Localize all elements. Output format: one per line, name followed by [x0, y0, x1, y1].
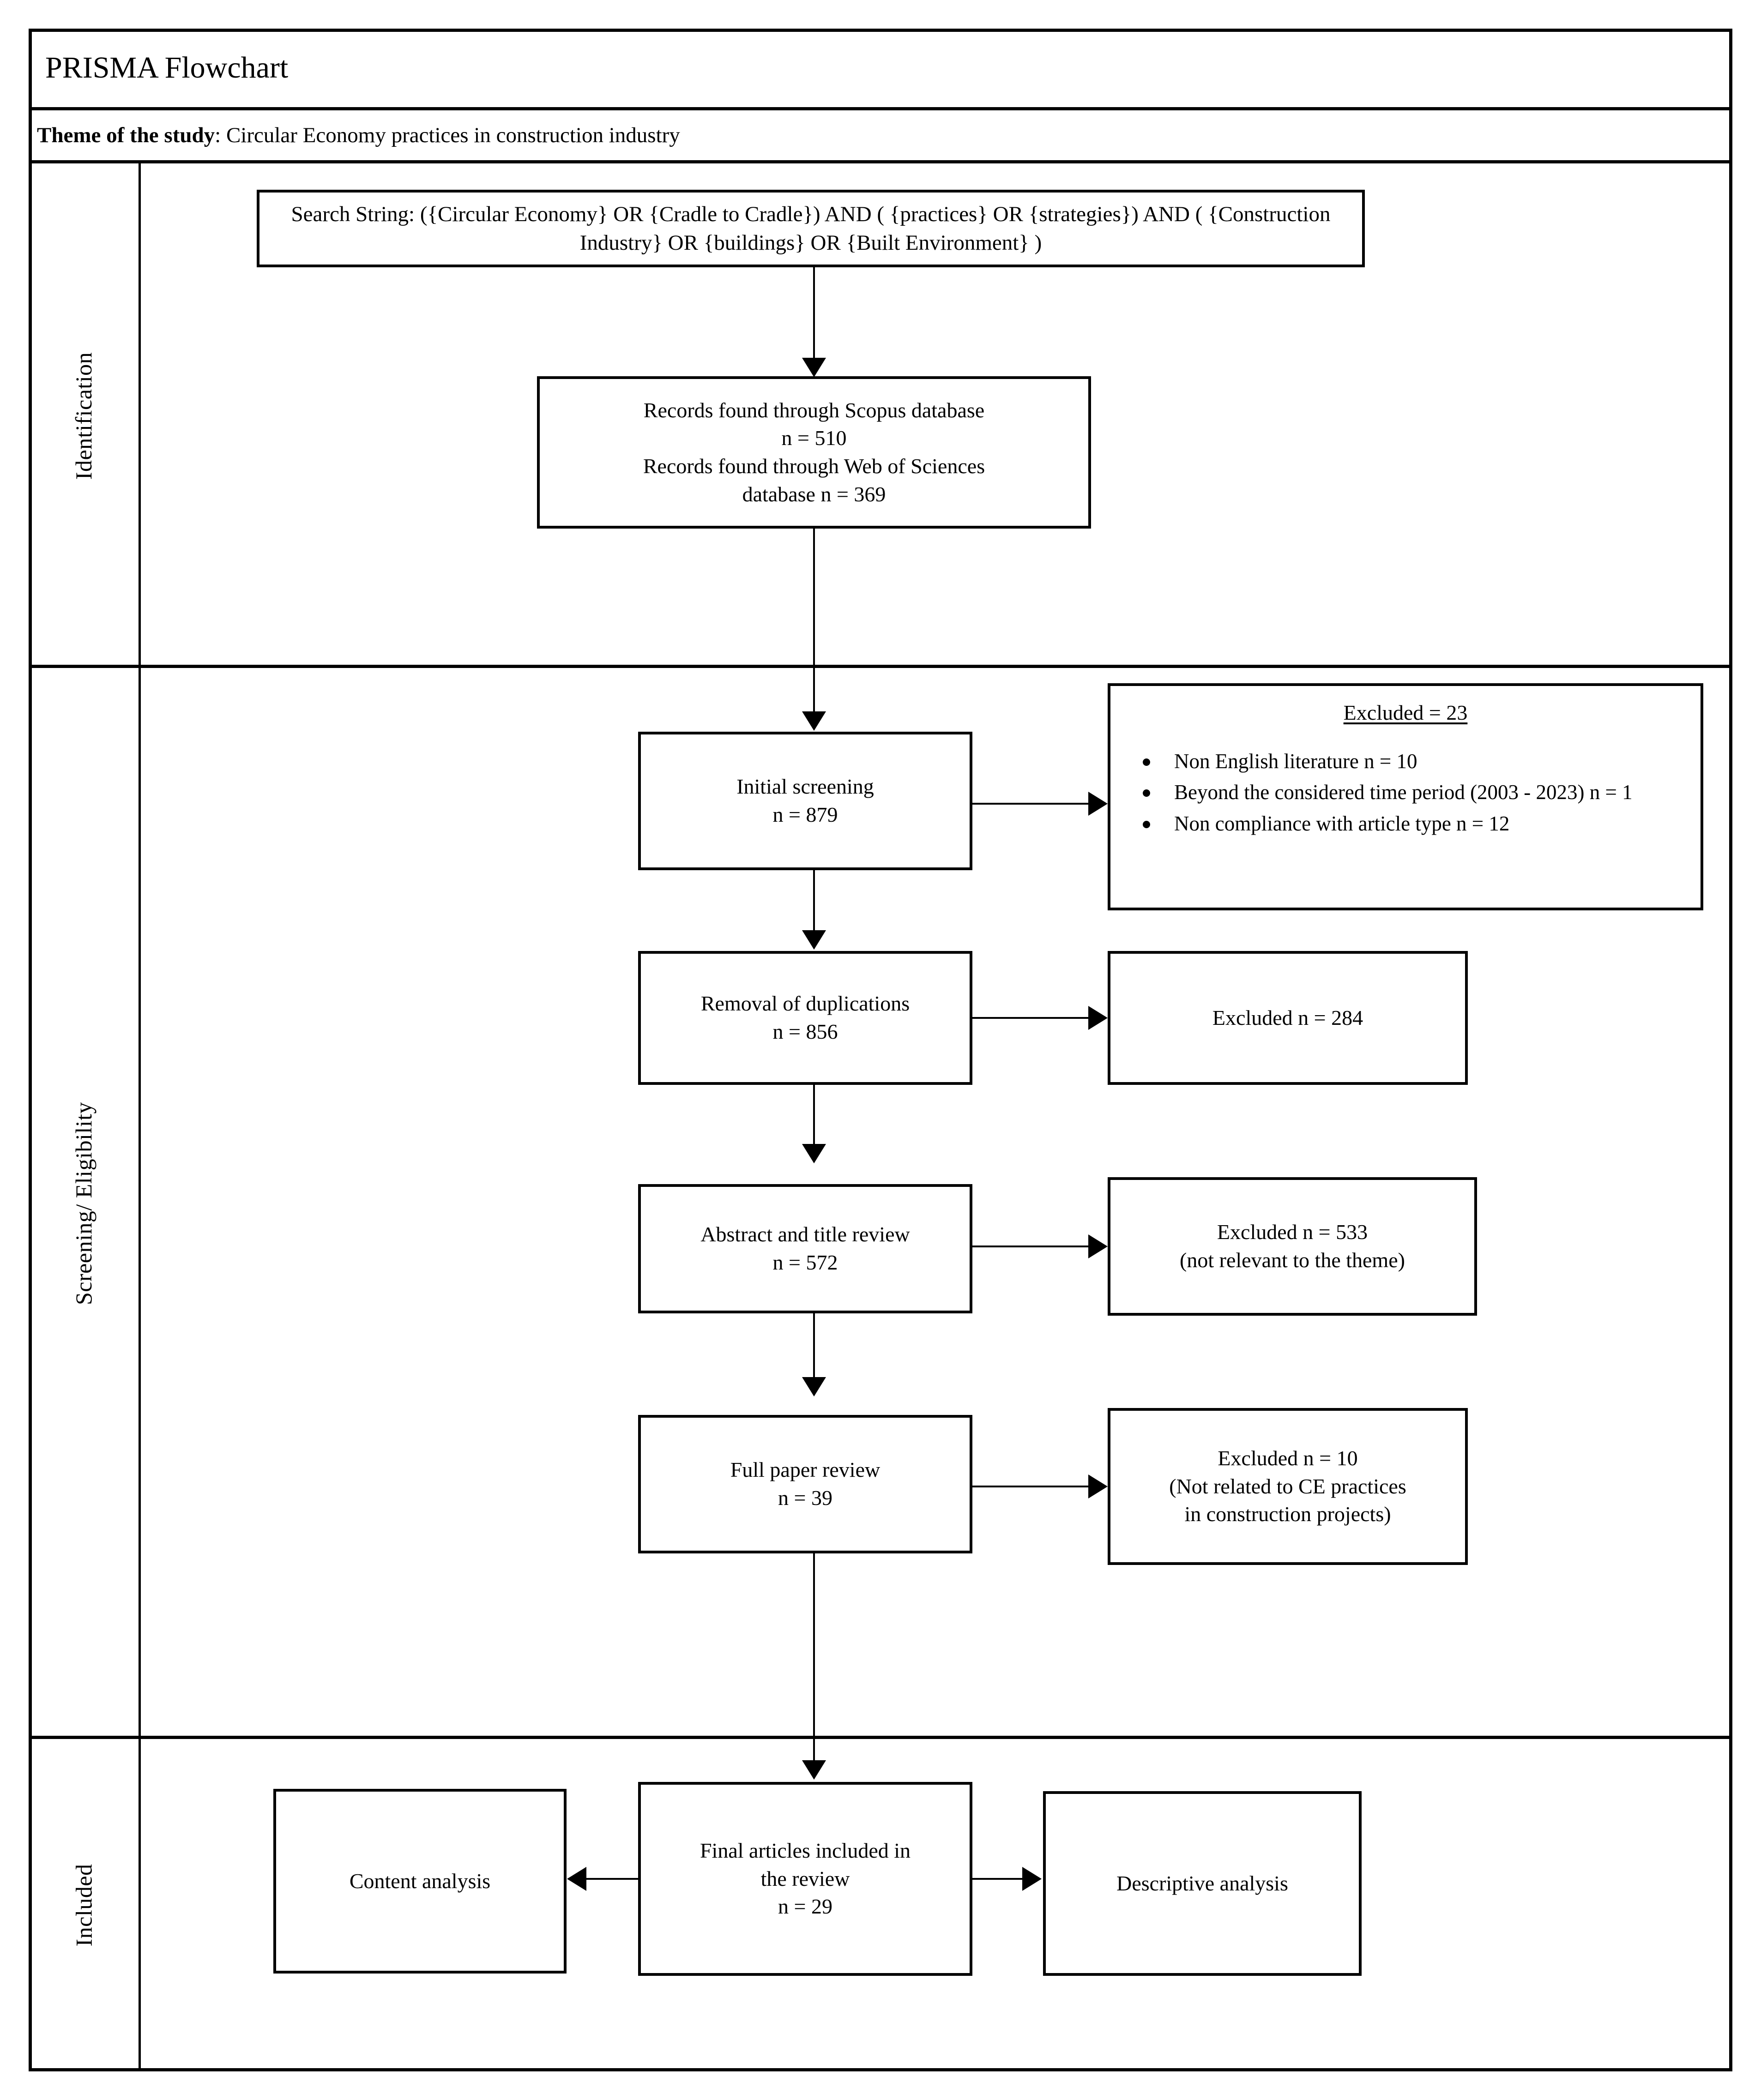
search-string-box: Search String: ({Circular Economy} OR {C…: [257, 190, 1365, 267]
records-found-text: Records found through Scopus database n …: [548, 397, 1080, 509]
abstract-line-1: Abstract and title review: [700, 1222, 910, 1246]
arrowhead-search-to-records: [802, 358, 826, 377]
divider-identification: [139, 163, 141, 668]
records-line-3: Records found through Web of Sciences: [643, 454, 985, 478]
excluded-10-line-2: (Not related to CE practices: [1169, 1474, 1406, 1498]
stage-label-identification-text: Identification: [71, 352, 96, 480]
final-articles-box: Final articles included in the review n …: [638, 1782, 972, 1976]
arrowhead-final-to-descriptive: [1022, 1867, 1042, 1891]
band-identification: [29, 163, 1732, 668]
arrowhead-duplications-to-abstract: [802, 1144, 826, 1163]
records-line-1: Records found through Scopus database: [643, 398, 985, 422]
excluded-533-line-2: (not relevant to the theme): [1180, 1248, 1405, 1272]
divider-included: [139, 1739, 141, 2071]
initial-screening-text: Initial screening n = 879: [649, 773, 961, 829]
abstract-line-2: n = 572: [772, 1251, 838, 1274]
connector-initial-to-duplications: [813, 870, 815, 931]
excluded-10-box: Excluded n = 10 (Not related to CE pract…: [1108, 1408, 1468, 1565]
stage-label-included-text: Included: [71, 1864, 96, 1947]
excluded-10-text: Excluded n = 10 (Not related to CE pract…: [1119, 1444, 1457, 1528]
connector-records-to-initial: [813, 529, 815, 712]
arrowhead-duplications-to-excluded284: [1088, 1006, 1108, 1030]
content-analysis-box: Content analysis: [273, 1789, 567, 1974]
connector-abstract-to-fullpaper: [813, 1313, 815, 1378]
excluded-284-text: Excluded n = 284: [1212, 1005, 1363, 1029]
arrowhead-initial-to-duplications: [802, 930, 826, 950]
arrowhead-final-to-content: [567, 1867, 586, 1891]
list-item: Non English literature n = 10: [1133, 748, 1682, 775]
theme-text: Theme of the study: Circular Economy pra…: [29, 123, 680, 148]
final-line-2: the review: [760, 1866, 850, 1890]
divider-screening: [139, 668, 141, 1739]
theme-row: Theme of the study: Circular Economy pra…: [29, 110, 1732, 163]
full-paper-review-box: Full paper review n = 39: [638, 1415, 972, 1553]
records-line-4: database n = 369: [742, 482, 886, 506]
list-item: Beyond the considered time period (2003 …: [1133, 779, 1682, 806]
connector-duplications-to-abstract: [813, 1085, 815, 1145]
records-found-box: Records found through Scopus database n …: [537, 376, 1091, 529]
stage-label-screening-text: Screening/ Eligibility: [71, 1101, 97, 1306]
initial-screening-box: Initial screening n = 879: [638, 732, 972, 870]
final-articles-text: Final articles included in the review n …: [649, 1837, 961, 1921]
theme-label: Theme of the study: [37, 123, 215, 147]
arrowhead-abstract-to-excluded533: [1088, 1234, 1108, 1258]
theme-value: : Circular Economy practices in construc…: [215, 123, 680, 147]
abstract-title-review-box: Abstract and title review n = 572: [638, 1184, 972, 1313]
excluded-23-list: Non English literature n = 10 Beyond the…: [1110, 748, 1701, 837]
initial-screening-line-2: n = 879: [772, 803, 838, 826]
excluded-533-line-1: Excluded n = 533: [1217, 1220, 1368, 1244]
excluded-533-text: Excluded n = 533 (not relevant to the th…: [1119, 1218, 1466, 1274]
final-line-3: n = 29: [778, 1895, 832, 1919]
flowchart-outer-frame: [29, 29, 1732, 2071]
arrowhead-abstract-to-fullpaper: [802, 1377, 826, 1396]
descriptive-analysis-text: Descriptive analysis: [1116, 1871, 1288, 1895]
connector-abstract-to-excluded533: [972, 1246, 1095, 1247]
arrowhead-fullpaper-to-excluded10: [1088, 1474, 1108, 1498]
band-screening: [29, 668, 1732, 1739]
records-line-2: n = 510: [781, 426, 847, 450]
stage-label-included: Included: [29, 1739, 139, 2071]
excluded-533-box: Excluded n = 533 (not relevant to the th…: [1108, 1177, 1477, 1316]
excluded-284-box: Excluded n = 284: [1108, 951, 1468, 1085]
descriptive-analysis-box: Descriptive analysis: [1043, 1791, 1362, 1976]
arrowhead-fullpaper-to-final: [802, 1760, 826, 1780]
full-paper-review-text: Full paper review n = 39: [649, 1456, 961, 1512]
connector-final-to-content: [586, 1878, 639, 1880]
excluded-10-line-3: in construction projects): [1184, 1502, 1391, 1526]
connector-initial-to-excluded23: [972, 803, 1095, 805]
connector-search-to-records: [813, 267, 815, 359]
connector-fullpaper-to-excluded10: [972, 1486, 1095, 1487]
duplications-line-2: n = 856: [772, 1020, 838, 1043]
page-title: PRISMA Flowchart: [45, 50, 289, 84]
arrowhead-initial-to-excluded23: [1088, 792, 1108, 816]
final-line-1: Final articles included in: [700, 1838, 911, 1862]
content-analysis-text: Content analysis: [349, 1869, 491, 1893]
fullpaper-line-2: n = 39: [778, 1486, 832, 1510]
abstract-title-review-text: Abstract and title review n = 572: [649, 1221, 961, 1276]
removal-duplications-box: Removal of duplications n = 856: [638, 951, 972, 1085]
connector-fullpaper-to-final: [813, 1553, 815, 1761]
list-item: Non compliance with article type n = 12: [1133, 811, 1682, 837]
removal-duplications-text: Removal of duplications n = 856: [649, 990, 961, 1046]
search-string-text: Search String: ({Circular Economy} OR {C…: [291, 202, 1331, 255]
connector-final-to-descriptive: [972, 1878, 1023, 1880]
initial-screening-line-1: Initial screening: [736, 775, 874, 799]
connector-duplications-to-excluded284: [972, 1017, 1095, 1019]
arrowhead-records-to-initial: [802, 711, 826, 731]
stage-label-screening: Screening/ Eligibility: [29, 668, 139, 1739]
excluded-23-heading-text: Excluded = 23: [1343, 701, 1468, 724]
duplications-line-1: Removal of duplications: [700, 992, 910, 1016]
fullpaper-line-1: Full paper review: [730, 1458, 880, 1482]
title-row: PRISMA Flowchart: [29, 29, 1732, 110]
stage-label-identification: Identification: [29, 163, 139, 668]
excluded-23-box: Excluded = 23 Non English literature n =…: [1108, 683, 1703, 910]
excluded-10-line-1: Excluded n = 10: [1218, 1446, 1358, 1470]
excluded-23-heading: Excluded = 23: [1110, 699, 1701, 727]
